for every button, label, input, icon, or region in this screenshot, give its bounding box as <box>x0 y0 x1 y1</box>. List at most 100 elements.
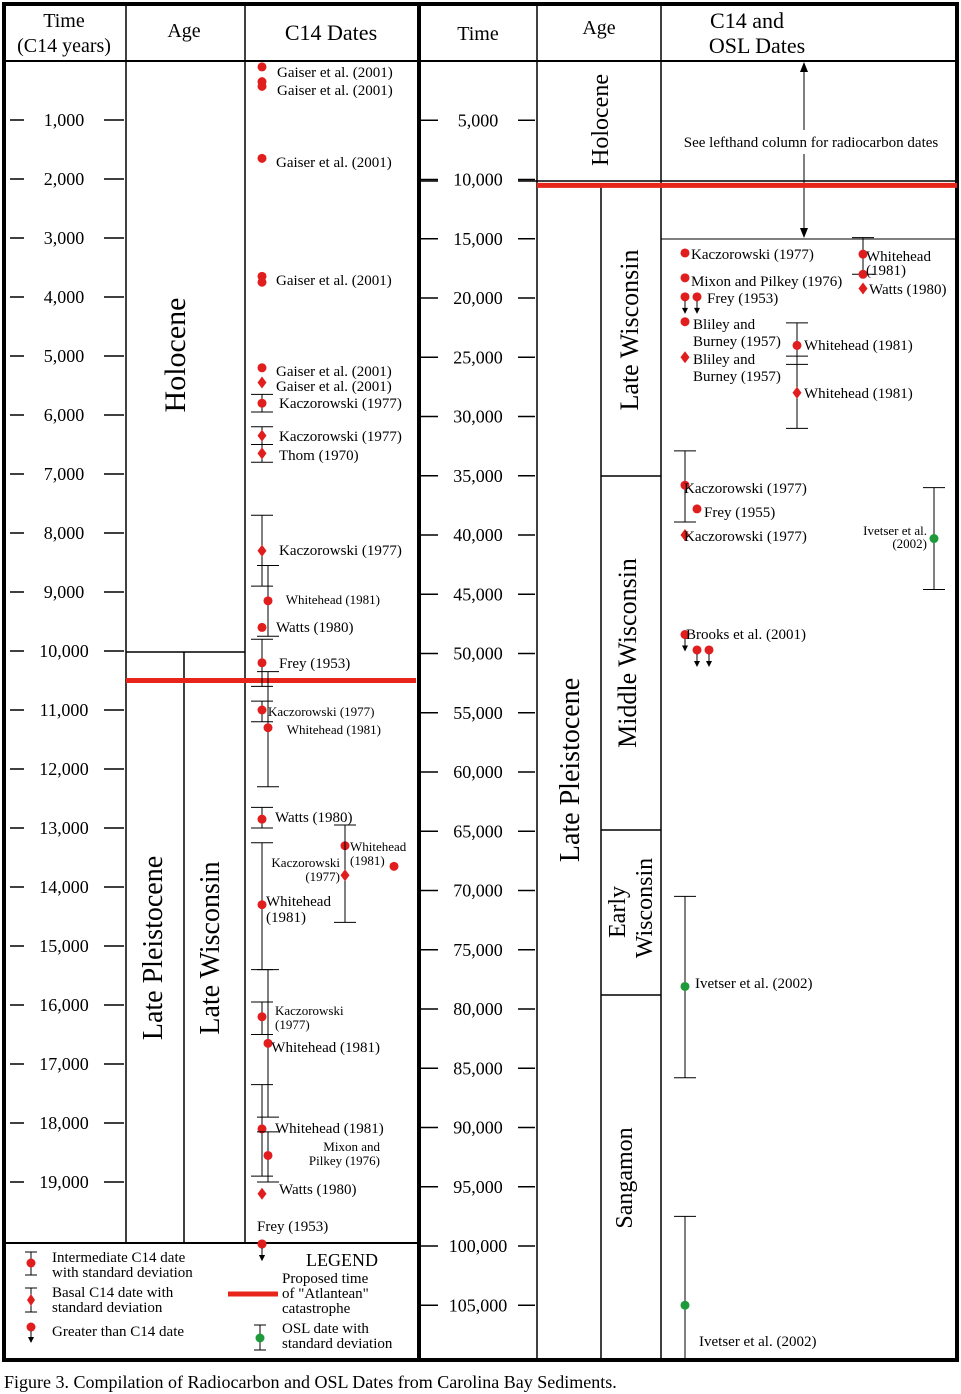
right-tick-label-bg <box>438 1058 518 1079</box>
left-intermediate-c14-point <box>257 363 267 373</box>
left-intermediate-c14-point <box>257 705 267 715</box>
data-label: Ivetser et al. (2002) <box>699 1334 816 1350</box>
right-tick-label: 5,000 <box>458 110 499 130</box>
legend-osl-line2: standard deviation <box>282 1336 393 1352</box>
right-tick-label: 100,000 <box>449 1236 508 1256</box>
right-time-axis: 5,00010,00015,00020,00025,00030,00035,00… <box>420 110 535 1316</box>
data-label: Kaczorowski (1977) <box>279 429 402 445</box>
left-intermediate-c14-point <box>257 62 267 72</box>
legend-proposed-line2: of "Atlantean" <box>282 1286 369 1302</box>
note-backdrop <box>666 130 954 154</box>
right-greater-than-point <box>692 645 702 655</box>
left-age-holocene: Holocene <box>159 298 192 413</box>
right-tick-label-bg <box>438 702 518 723</box>
left-intermediate-c14-point <box>257 622 267 632</box>
right-age-holocene: Holocene <box>588 74 614 166</box>
right-tick-label-bg <box>438 1176 518 1197</box>
right-tick-label: 105,000 <box>449 1295 508 1315</box>
right-greater-arrow-head <box>706 660 712 667</box>
right-tick-label-bg <box>438 821 518 842</box>
right-tick-label: 85,000 <box>453 1058 503 1078</box>
right-tick-label-bg <box>438 169 518 190</box>
right-osl-point <box>929 534 939 544</box>
data-label: Bliley and <box>693 317 756 333</box>
data-label: Gaiser et al. (2001) <box>276 379 392 395</box>
right-intermediate-c14-point <box>858 269 868 279</box>
left-intermediate-c14-point <box>257 814 267 824</box>
right-tick-label: 50,000 <box>453 644 503 664</box>
right-greater-than-point <box>692 292 702 302</box>
right-tick-label: 35,000 <box>453 466 503 486</box>
left-tick-label-bg <box>24 995 104 1015</box>
data-label: (1977) <box>305 869 340 884</box>
right-age-early: Early <box>605 886 631 938</box>
left-tick-label-bg <box>24 936 104 956</box>
data-label: Kaczorowski (1977) <box>268 704 375 719</box>
outer-frame <box>2 2 959 1362</box>
left-tick-label-bg <box>24 1113 104 1133</box>
data-label: Watts (1980) <box>279 1182 357 1198</box>
data-label: Frey (1953) <box>257 1219 328 1235</box>
data-label: Brooks et al. (2001) <box>686 627 806 643</box>
note-arrow-up <box>800 62 808 72</box>
right-tick-label: 15,000 <box>453 229 503 249</box>
left-tick-label-bg <box>24 287 104 307</box>
left-basal-c14-point <box>257 447 267 460</box>
left-tick-label-bg <box>24 1054 104 1074</box>
left-tick-label: 12,000 <box>39 759 89 779</box>
right-basal-c14-point <box>680 351 690 364</box>
left-basal-c14-point <box>340 869 350 882</box>
right-tick-label: 45,000 <box>453 584 503 604</box>
figure-caption: Figure 3. Compilation of Radiocarbon and… <box>4 1372 617 1392</box>
right-tick-label: 75,000 <box>453 940 503 960</box>
left-age-header: Age <box>167 20 200 42</box>
left-tick-label-bg <box>24 641 104 661</box>
left-tick-label-bg <box>24 110 104 130</box>
legend-greater-symbol <box>26 1322 36 1343</box>
right-tick-label-bg <box>438 939 518 960</box>
left-intermediate-c14-point <box>257 277 267 287</box>
data-label: Kaczorowski (1977) <box>684 481 807 497</box>
proposed-catastrophe-lines <box>126 182 957 683</box>
data-label: (1981) <box>266 910 306 926</box>
data-label: Watts (1980) <box>869 282 947 298</box>
data-label: (1981) <box>350 853 385 868</box>
right-dates-header-line2: OSL Dates <box>709 33 805 58</box>
right-tick-label: 25,000 <box>453 347 503 367</box>
data-label: Pilkey (1976) <box>309 1153 380 1168</box>
left-tick-label: 13,000 <box>39 818 89 838</box>
left-intermediate-c14-point <box>257 1012 267 1022</box>
data-label: Whitehead <box>350 839 407 854</box>
data-label: Burney (1957) <box>693 334 781 350</box>
left-tick-label: 18,000 <box>39 1113 89 1133</box>
data-label: Whitehead <box>266 894 331 910</box>
right-dates-header-line1: C14 and <box>710 8 784 33</box>
left-greater-arrow-head <box>259 1254 265 1261</box>
right-greater-than-point <box>704 645 714 655</box>
data-label: Mixon and <box>323 1139 380 1154</box>
legend: LEGEND Intermediate C14 date with standa… <box>25 1250 393 1352</box>
left-intermediate-c14-point <box>257 1124 267 1134</box>
left-tick-label-bg <box>24 228 104 248</box>
data-label: Whitehead (1981) <box>287 722 381 737</box>
legend-intermediate-symbol <box>25 1251 37 1276</box>
right-intermediate-c14-point <box>680 248 690 258</box>
left-tick-label-bg <box>24 405 104 425</box>
left-intermediate-c14-point <box>263 596 273 606</box>
right-tick-label: 65,000 <box>453 821 503 841</box>
left-time-axis: 1,0002,0003,0004,0005,0006,0007,0008,000… <box>10 110 124 1192</box>
left-tick-label: 1,000 <box>44 110 85 130</box>
right-intermediate-c14-point <box>858 249 868 259</box>
right-tick-label: 70,000 <box>453 881 503 901</box>
legend-basal-line2: standard deviation <box>52 1300 163 1316</box>
data-label: Whitehead (1981) <box>286 592 380 607</box>
data-label: (1977) <box>275 1017 310 1032</box>
left-tick-label: 14,000 <box>39 877 89 897</box>
left-tick-label: 15,000 <box>39 936 89 956</box>
data-label: Whitehead (1981) <box>275 1121 384 1137</box>
data-label: Frey (1953) <box>707 291 778 307</box>
left-intermediate-c14-point <box>257 398 267 408</box>
data-label: Kaczorowski <box>275 1003 344 1018</box>
